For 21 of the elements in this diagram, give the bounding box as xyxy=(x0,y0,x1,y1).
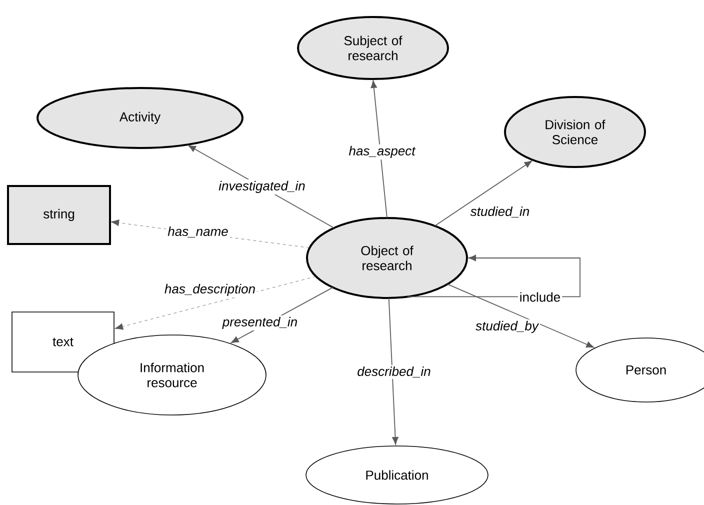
arrow xyxy=(388,298,398,445)
edge-label: studied_by xyxy=(474,319,540,335)
arrow xyxy=(370,80,388,218)
arrow xyxy=(114,276,316,330)
ellipse-node: Information resource xyxy=(78,334,266,416)
ellipse-node: Activity xyxy=(36,87,244,149)
arrow xyxy=(434,160,532,226)
arrow xyxy=(447,284,594,348)
edge-label: investigated_in xyxy=(217,179,307,195)
edge-label: has_name xyxy=(166,224,230,239)
edge-label: has_aspect xyxy=(347,144,417,160)
edge-label: presented_in xyxy=(220,315,300,331)
edge-label: described_in xyxy=(356,364,432,379)
edge-label: include xyxy=(518,290,562,304)
ellipse-node: Publication xyxy=(306,446,488,504)
ellipse-node: Object of research xyxy=(306,217,468,299)
ellipse-node: Division of Science xyxy=(504,96,646,168)
rectangle-node: string xyxy=(7,184,111,245)
edge-label: has_description xyxy=(162,282,258,298)
ellipse-node: Subject of research xyxy=(297,16,449,80)
edge-label: studied_in xyxy=(468,204,532,219)
